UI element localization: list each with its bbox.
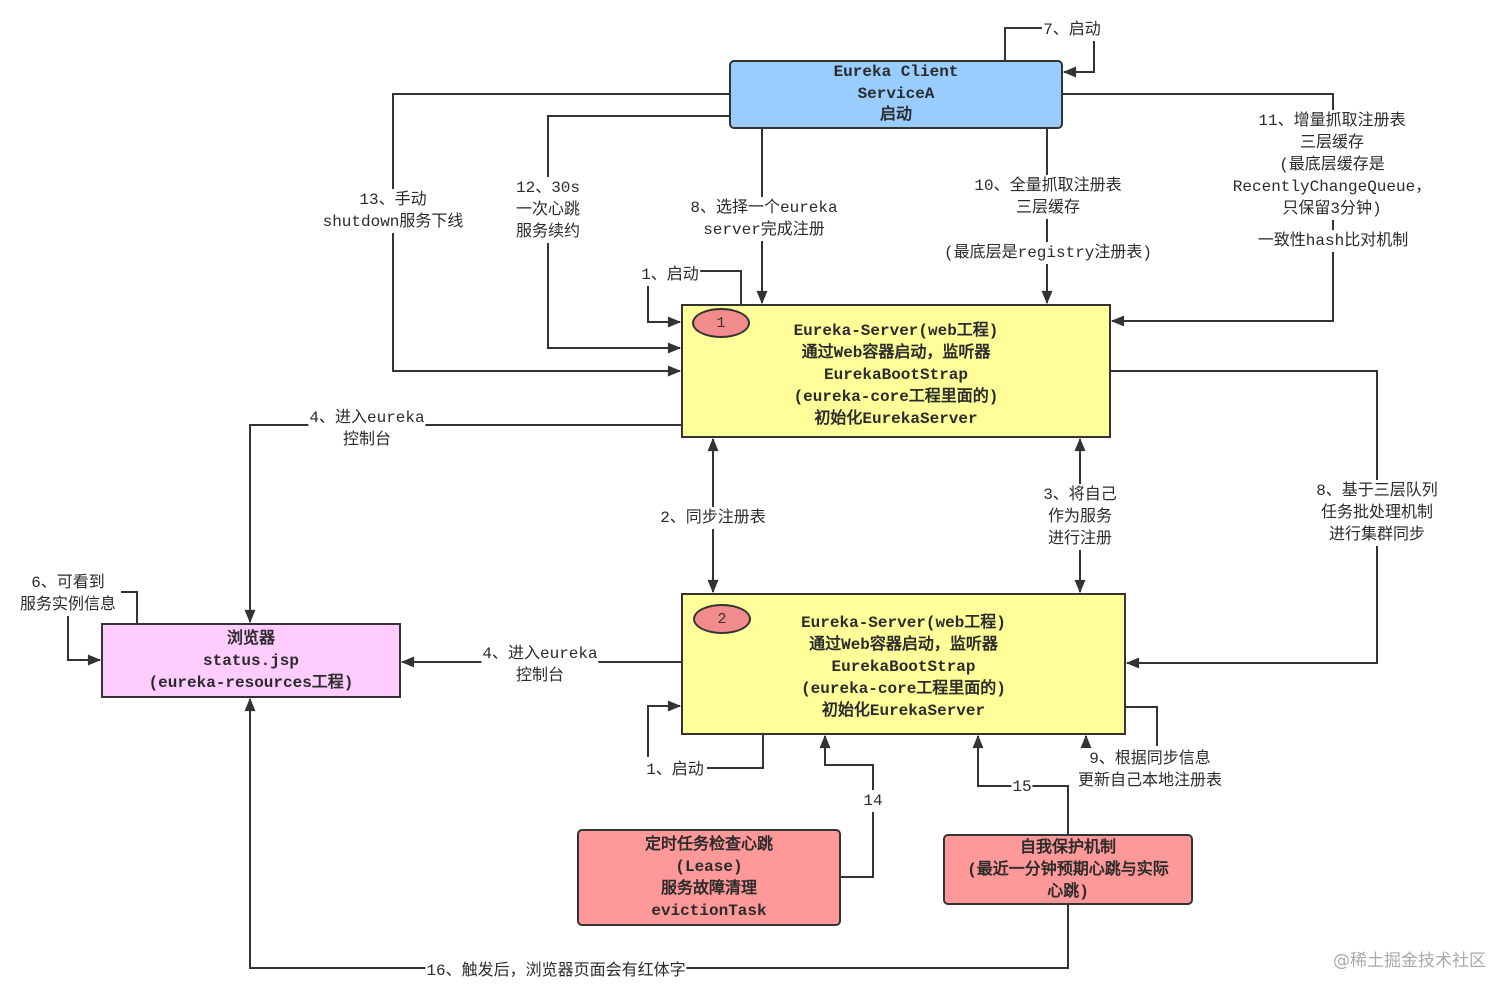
eureka-server-1-label: Eureka-Server(web工程) 通过Web容器启动，监听器 Eurek…: [793, 322, 999, 428]
edge-1-server2-start-in: [647, 700, 682, 757]
eviction-task-node: 定时任务检查心跳 (Lease) 服务故障清理 evictionTask: [577, 829, 841, 926]
edge-label-11-delta-fetch: 11、增量抓取注册表 三层缓存 (最底层缓存是 RecentlyChangeQu…: [1231, 110, 1433, 220]
edge-label-16-red-text: 16、触发后，浏览器页面会有红体字: [425, 960, 687, 982]
edge-label-1-server2-start: 1、启动: [645, 759, 705, 781]
edge-1-server1-start-out: [700, 270, 742, 304]
eureka-server-2-label: Eureka-Server(web工程) 通过Web容器启动，监听器 Eurek…: [801, 614, 1006, 720]
edge-label-10-note: (最底层是registry注册表): [942, 242, 1154, 264]
edge-label-3-self-register: 3、将自己 作为服务 进行注册: [1042, 484, 1118, 550]
server-2-badge-number: 2: [717, 610, 727, 628]
edge-label-6-view-instances: 6、可看到 服务实例信息: [18, 572, 118, 616]
edge-label-2-sync-registry: 2、同步注册表: [659, 507, 767, 529]
edge-label-7-client-start: 7、启动: [1042, 19, 1102, 41]
eureka-client-node: Eureka Client ServiceA 启动: [729, 60, 1063, 129]
server-1-badge-number: 1: [716, 314, 726, 332]
watermark: @稀土掘金技术社区: [1333, 951, 1486, 971]
edge-1-server2-start-out: [707, 735, 764, 769]
browser-node: 浏览器 status.jsp (eureka-resources工程): [101, 623, 401, 698]
edge-label-8-register: 8、选择一个eureka server完成注册: [689, 197, 839, 241]
browser-label: 浏览器 status.jsp (eureka-resources工程): [148, 629, 354, 692]
edge-6-view-in: [67, 614, 102, 666]
edge-9-update-local-out: [1126, 706, 1158, 746]
edge-label-8-cluster-sync: 8、基于三层队列 任务批处理机制 进行集群同步: [1315, 480, 1439, 546]
edge-label-15: 15: [1011, 776, 1033, 798]
edge-label-13-shutdown: 13、手动 shutdown服务下线: [321, 189, 465, 233]
edge-7-client-start-in: [1062, 40, 1095, 78]
eureka-server-1-node: Eureka-Server(web工程) 通过Web容器启动，监听器 Eurek…: [681, 304, 1111, 438]
eureka-client-label: Eureka Client ServiceA 启动: [833, 63, 959, 125]
edge-4-server1-browser: [244, 424, 681, 624]
edge-label-11-note: 一致性hash比对机制: [1256, 230, 1410, 252]
self-protection-node: 自我保护机制 (最近一分钟预期心跳与实际 心跳): [943, 834, 1193, 905]
edge-1-server1-start-in: [647, 284, 682, 328]
edge-14-eviction: [819, 734, 874, 878]
edge-6-view-out: [121, 591, 138, 623]
edge-7-client-start-out: [1004, 27, 1042, 60]
edge-label-1-server1-start: 1、启动: [640, 264, 700, 286]
edge-label-10-full-fetch: 10、全量抓取注册表 三层缓存: [973, 175, 1123, 219]
eureka-server-2-node: Eureka-Server(web工程) 通过Web容器启动，监听器 Eurek…: [681, 593, 1126, 735]
self-protection-label: 自我保护机制 (最近一分钟预期心跳与实际 心跳): [967, 838, 1169, 901]
server-2-badge: 2: [693, 604, 751, 634]
edge-label-14: 14: [862, 790, 884, 812]
edge-label-4-server2-console: 4、进入eureka 控制台: [481, 643, 599, 687]
eviction-task-label: 定时任务检查心跳 (Lease) 服务故障清理 evictionTask: [644, 835, 773, 920]
edge-label-12-heartbeat: 12、30s 一次心跳 服务续约: [514, 177, 582, 243]
server-1-badge: 1: [692, 308, 750, 338]
edge-label-4-server1-console: 4、进入eureka 控制台: [308, 407, 426, 451]
edge-label-9-update-local: 9、根据同步信息 更新自己本地注册表: [1076, 748, 1224, 792]
